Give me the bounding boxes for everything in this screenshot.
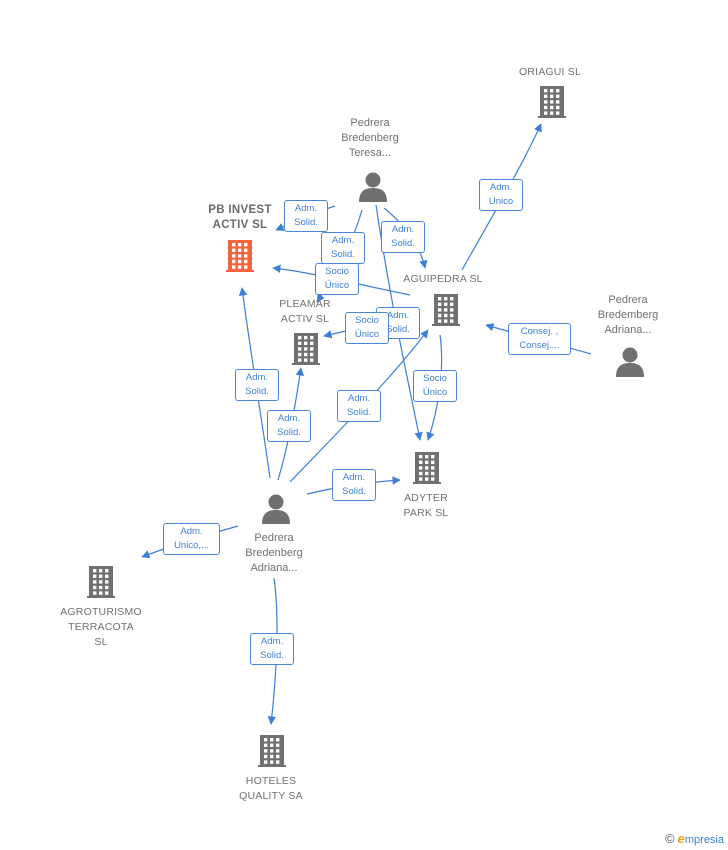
building-icon-aguipedra[interactable] [432,294,460,326]
node-label-adriana-main[interactable]: Pedrera Bredenberg Adriana... [245,532,303,574]
node-label-adriana-right[interactable]: Pedrera Bredemberg Adriana... [597,294,659,336]
building-icon-hoteles[interactable] [258,735,286,767]
edge-label-adriana-hoteles: Adm. Solid. [250,633,294,665]
copyright-symbol: © [664,831,675,846]
edge-label-teresa-pbinvest: Adm. Solid. [284,200,328,232]
edge-label-adriana-pleamar: Adm. Solid. [267,410,311,442]
empresia-logo-text: mpresia [684,834,724,846]
node-label-aguipedra[interactable]: AGUIPEDRA SL [403,273,483,285]
node-label-pb-invest[interactable]: PB INVEST ACTIV SL [208,204,272,231]
person-icon-adriana-right[interactable] [616,347,644,378]
building-icon-pleamar[interactable] [292,333,320,365]
empresia-watermark: © empresia [665,831,724,846]
edge-label-adriana-right-aguipedra: Consej. , Consej.... [508,323,571,355]
building-icon-adyter[interactable] [413,452,441,484]
node-label-hoteles[interactable]: HOTELES QUALITY SA [239,775,303,802]
building-icon-pb-invest[interactable] [226,240,254,272]
edge-label-adriana-agroturismo: Adm. Unico,... [163,523,220,555]
edge-label-teresa-pleamar: Adm. Solid. [321,232,365,264]
edge-label-adriana-pbinvest: Adm. Solid. [235,369,279,401]
edge-label-adriana-adyter: Adm. Solid. [332,469,376,501]
node-label-teresa[interactable]: Pedrera Bredenberg Teresa... [341,117,399,159]
empresia-logo-initial: e [677,831,685,846]
icons-layer [87,86,644,767]
edge-label-aguipedra-pbinvest: Socio Único [315,263,359,295]
edge-label-aguipedra-adyter: Socio Único [413,370,457,402]
node-label-oriagui[interactable]: ORIAGUI SL [518,66,582,78]
edge-label-aguipedra-oriagui: Adm. Unico [479,179,523,211]
node-label-adyter[interactable]: ADYTER PARK SL [403,492,449,519]
node-label-pleamar[interactable]: PLEAMAR ACTIV SL [279,298,331,325]
person-icon-adriana-main[interactable] [262,494,290,525]
edge-label-adriana-aguipedra: Adm. Solid. [337,390,381,422]
edge-label-aguipedra-pleamar: Socio Único [345,312,389,344]
person-icon-teresa[interactable] [359,172,387,203]
edge-label-teresa-aguipedra: Adm. Solid. [381,221,425,253]
building-icon-agroturismo[interactable] [87,566,115,598]
node-label-agroturismo[interactable]: AGROTURISMO TERRACOTA SL [60,606,142,648]
building-icon-oriagui[interactable] [538,86,566,118]
